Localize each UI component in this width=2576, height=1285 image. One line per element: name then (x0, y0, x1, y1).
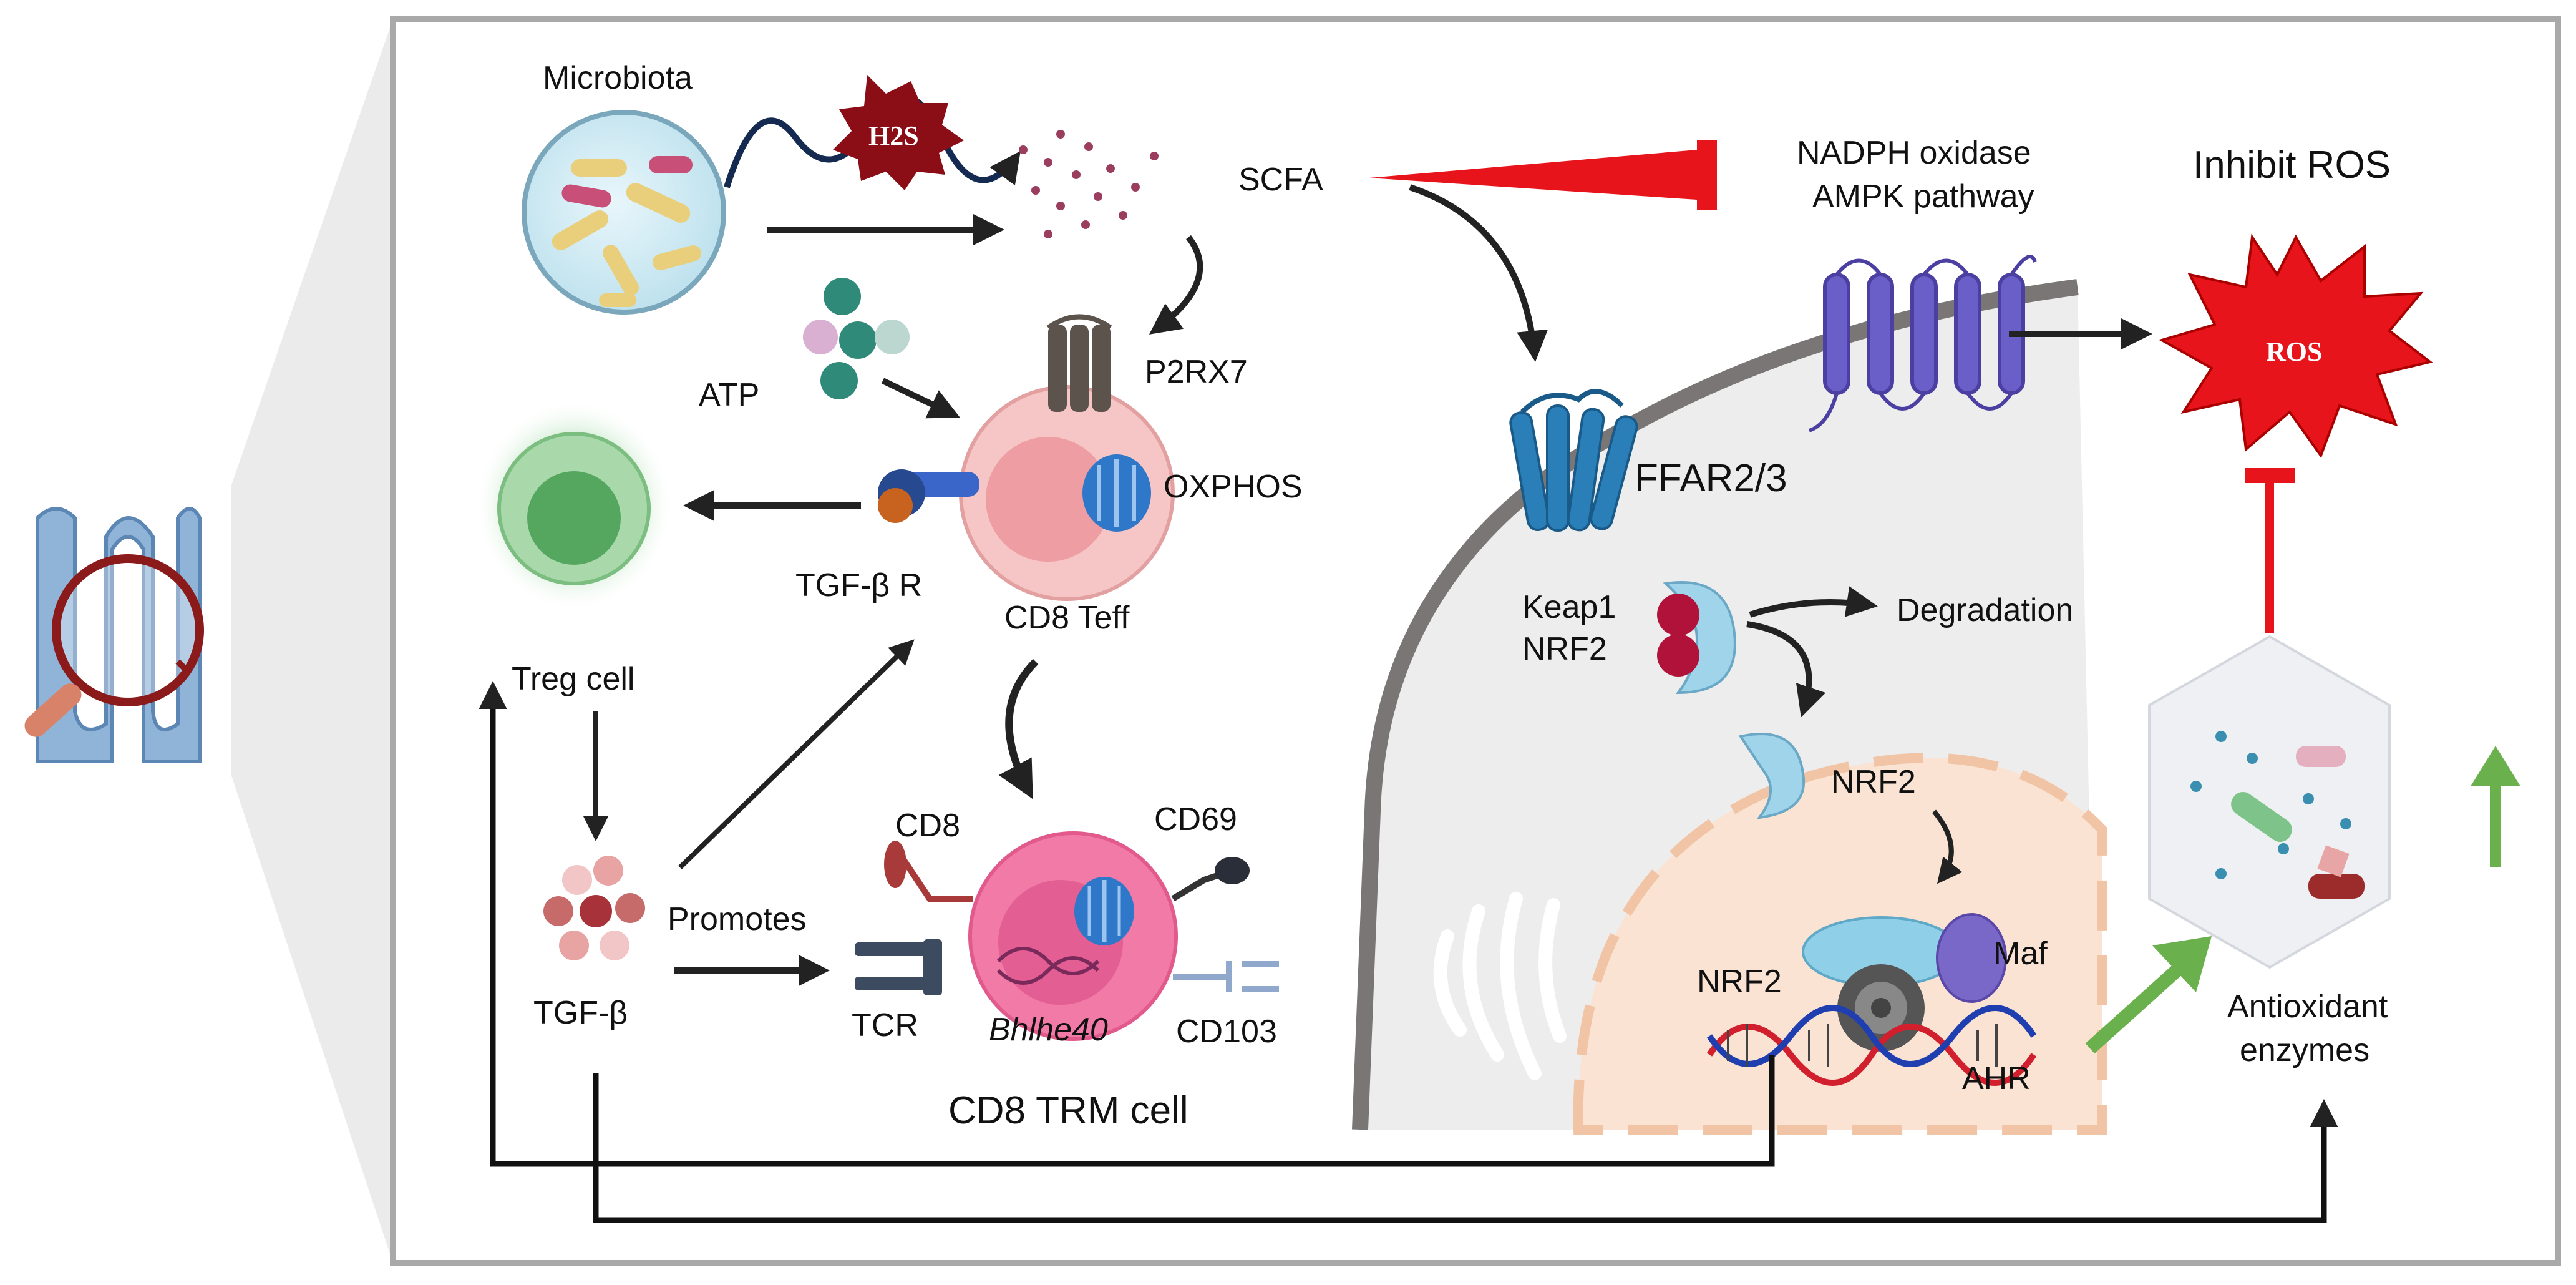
antioxidant-hexagon-icon (2148, 635, 2391, 969)
bhlhe40-label: Bhlhe40 (989, 1012, 1108, 1048)
nrf2-to-treg-feedback-arrow (479, 681, 1775, 1167)
cd103-label: CD103 (1176, 1014, 1277, 1050)
nrf2-cytoplasm-label: NRF2 (1522, 631, 1607, 667)
antioxidant-label-2: enzymes (2240, 1032, 2369, 1068)
antioxidant-increase-head (2471, 746, 2520, 786)
scfa-label: SCFA (1238, 162, 1323, 198)
mitochondria-icon (1082, 454, 1151, 532)
tgfb-receptor-icon (878, 469, 979, 523)
maf-label: Maf (1993, 936, 2048, 972)
tgfb-to-antioxidant-arrow (593, 1073, 2338, 1223)
treg-cell-label: Treg cell (512, 661, 634, 697)
teff-to-trm-arrow (998, 658, 1039, 799)
inhibit-ros-title: Inhibit ROS (2193, 144, 2391, 187)
ros-burst-icon: ROS (2158, 233, 2433, 459)
golgi-icon (1433, 892, 1567, 1080)
to-degradation-arrow (1749, 586, 1878, 618)
ahr-label: AHR (1962, 1060, 2031, 1097)
nrf2-nucleus-label: NRF2 (1831, 764, 1916, 800)
h2s-burst-icon: H2S (833, 75, 964, 190)
cd8-trm-cell (968, 831, 1178, 1041)
cd8-label: CD8 (895, 808, 960, 844)
gpcr-receptor-icon (1808, 255, 2037, 432)
scfa-dots-icon (1019, 130, 1159, 238)
microbiota-label: Microbiota (543, 60, 693, 96)
nadph-oxidase-label: NADPH oxidase (1797, 135, 2031, 171)
atp-label: ATP (699, 377, 759, 413)
cd69-label: CD69 (1154, 801, 1237, 838)
ros-label: ROS (2266, 336, 2322, 367)
degradation-label: Degradation (1897, 592, 2073, 628)
keap1-nrf2-complex-icon (1657, 580, 1736, 695)
ffar-label: FFAR2/3 (1635, 457, 1787, 500)
scfa-to-ffar-arrow (1409, 184, 1548, 362)
p2rx7-label: P2RX7 (1145, 354, 1248, 390)
scfa-to-p2rx7-arrow (1149, 235, 1203, 335)
bacteria-icon (522, 110, 726, 315)
nrf2-release-arrow (1746, 621, 1826, 718)
tgfb-label: TGF-β (533, 995, 628, 1031)
oxphos-label: OXPHOS (1164, 469, 1303, 505)
tgfb-to-teff-arrow (678, 639, 915, 869)
tgfb-receptor-label: TGF-β R (795, 567, 922, 603)
nrf2-to-dna-arrow (1932, 809, 1963, 884)
keap1-label: Keap1 (1522, 589, 1616, 625)
ffar-receptor-icon (1509, 389, 1638, 532)
cd8-coreceptor-icon (884, 841, 973, 902)
upregulation-arrow-head (2152, 936, 2212, 992)
p2rx7-channel-icon (1046, 314, 1112, 412)
atp-molecules-icon (803, 278, 910, 399)
scfa-inhibits-nadph-wedge (1369, 150, 1697, 200)
cd103-receptor-icon (1173, 961, 1279, 992)
inhibition-bar (1697, 140, 1717, 210)
atp-to-teff-arrow (881, 378, 961, 419)
tgfb-molecules-icon (543, 856, 645, 960)
h2s-label: H2S (868, 120, 919, 151)
cd69-receptor-icon (1171, 857, 1250, 902)
antioxidant-inhibits-ros-bar (2245, 468, 2295, 483)
upregulation-arrow-shaft (2085, 959, 2189, 1054)
antioxidant-label-1: Antioxidant (2227, 989, 2388, 1025)
cd8-teff-label: CD8 Teff (1004, 600, 1130, 636)
tcr-receptor-icon (855, 939, 942, 995)
trm-mitochondria-icon (1074, 877, 1134, 945)
cd8-teff-cell (959, 385, 1175, 601)
promotes-label: Promotes (668, 901, 807, 937)
free-nrf2-icon (1738, 733, 1806, 819)
treg-cell-icon (474, 399, 674, 612)
ampk-pathway-label: AMPK pathway (1812, 178, 2034, 215)
cd8-trm-title: CD8 TRM cell (948, 1089, 1188, 1132)
tcr-label: TCR (852, 1007, 918, 1043)
nrf2-dna-label: NRF2 (1697, 964, 1782, 1000)
intestine-magnifier-icon (24, 19, 393, 1263)
dna-helix-icon (1706, 1005, 2037, 1086)
nrf2-maf-ahr-complex-icon (1802, 913, 2007, 1052)
